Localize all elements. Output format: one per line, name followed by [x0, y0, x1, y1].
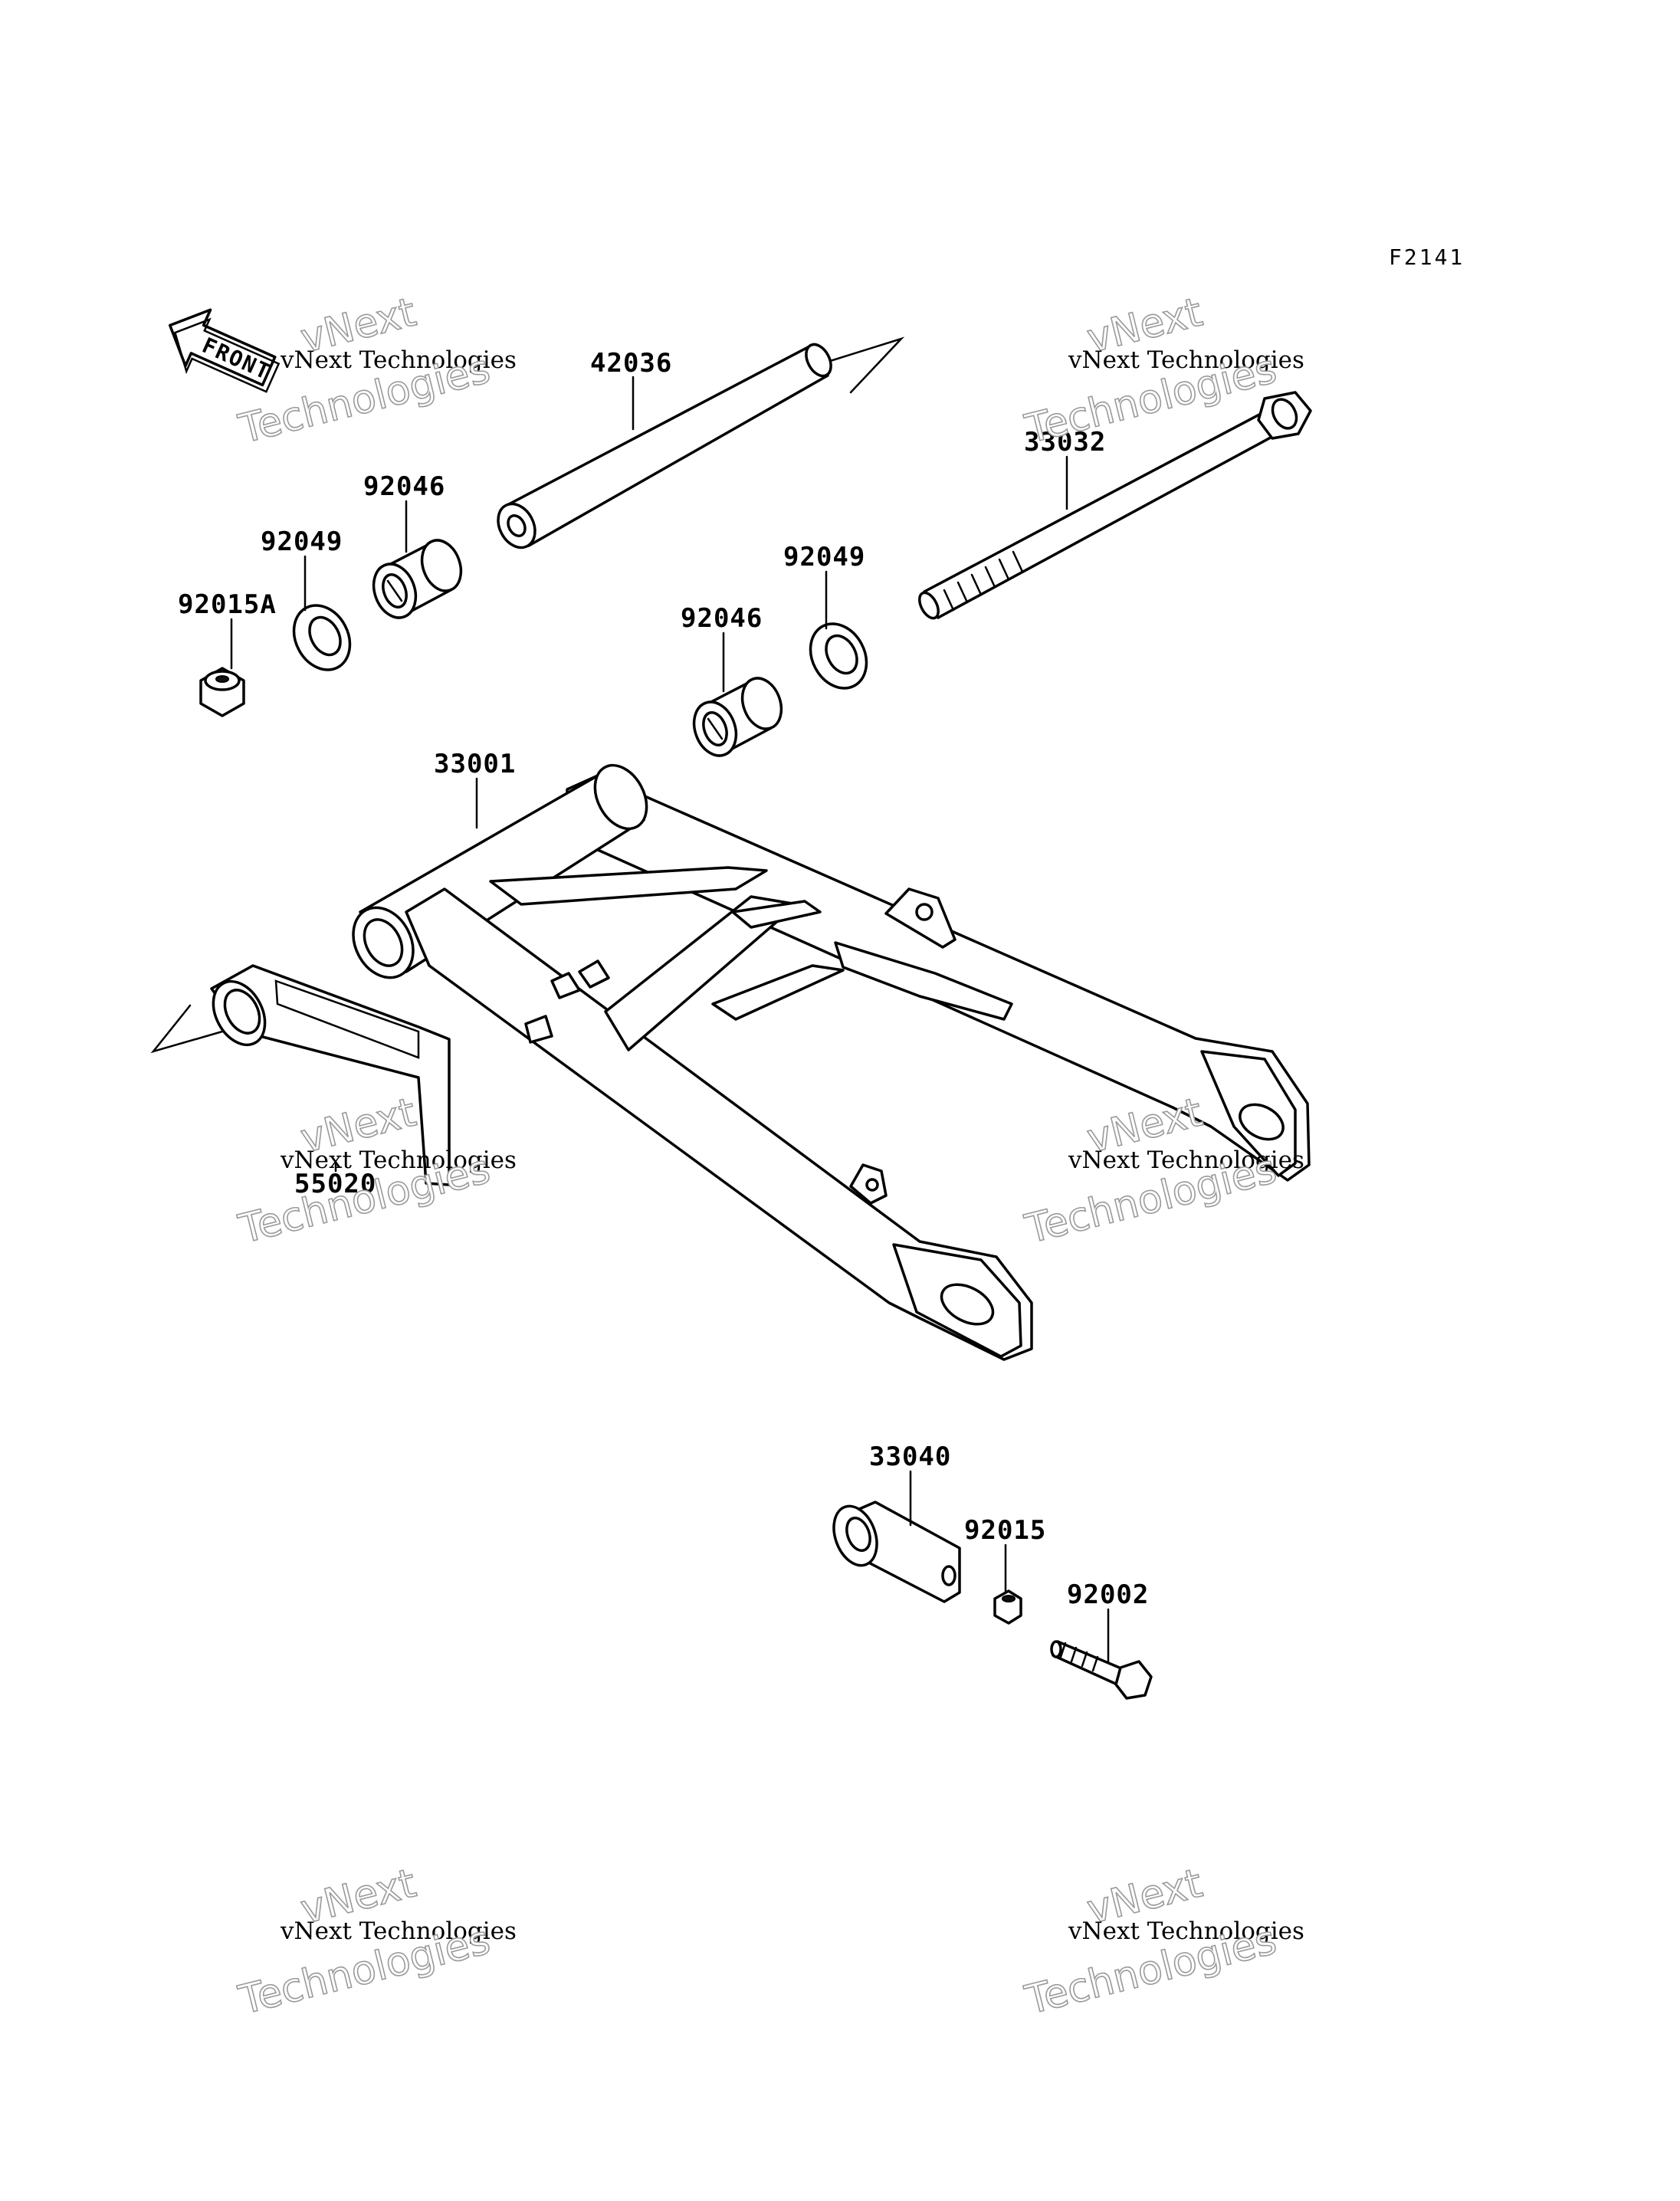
- part-number-label: 33040: [869, 1442, 951, 1472]
- part-42036-sleeve: [497, 343, 832, 549]
- part-number-label: 33001: [434, 749, 516, 779]
- watermark-line: vNext Technologies: [1068, 346, 1304, 374]
- watermark-line: vNext Technologies: [280, 1146, 517, 1174]
- watermark: vNext vNext Technologies Technologies: [234, 1860, 517, 2025]
- part-92046-bearing-right: [692, 677, 783, 757]
- part-92015-nut: [993, 1589, 1022, 1625]
- part-number-label: 92049: [261, 526, 343, 557]
- part-92002-bolt: [1050, 1640, 1153, 1700]
- watermark-line: vNext Technologies: [280, 1917, 517, 1945]
- watermark: vNext vNext Technologies Technologies: [234, 289, 517, 454]
- part-number-label: 55020: [294, 1169, 376, 1199]
- break-line-left: [150, 1004, 224, 1054]
- front-arrow-icon: FRONT: [168, 308, 281, 393]
- part-number-label: 92015A: [178, 589, 277, 620]
- watermark: vNext vNext Technologies Technologies: [1020, 1860, 1304, 2025]
- part-33040-chain-adjuster: [832, 1501, 961, 1603]
- part-number-label: 92046: [363, 471, 445, 502]
- part-33032-pivot-shaft: [918, 391, 1312, 620]
- break-line-top: [826, 336, 905, 394]
- part-number-label: 33032: [1024, 427, 1106, 458]
- diagram-code: F2141: [1389, 244, 1465, 270]
- part-number-label: 92015: [964, 1515, 1046, 1546]
- part-92015A-nut: [199, 667, 245, 717]
- watermark: vNext vNext Technologies Technologies: [234, 1089, 517, 1254]
- part-55020-chain-guard: [210, 964, 451, 1186]
- part-92049-seal-left: [292, 604, 352, 671]
- part-number-label: 92049: [783, 542, 865, 572]
- watermark-line: vNext Technologies: [1068, 1146, 1304, 1174]
- part-92046-bearing-left: [372, 539, 463, 619]
- watermark-line: vNext Technologies: [280, 346, 517, 374]
- part-33001-swingarm: [352, 763, 1311, 1361]
- part-92049-seal-right: [809, 622, 868, 690]
- part-number-label: 92002: [1067, 1579, 1149, 1610]
- part-number-label: 42036: [590, 348, 672, 379]
- watermark-line: vNext Technologies: [1068, 1917, 1304, 1945]
- part-number-label: 92046: [681, 603, 763, 634]
